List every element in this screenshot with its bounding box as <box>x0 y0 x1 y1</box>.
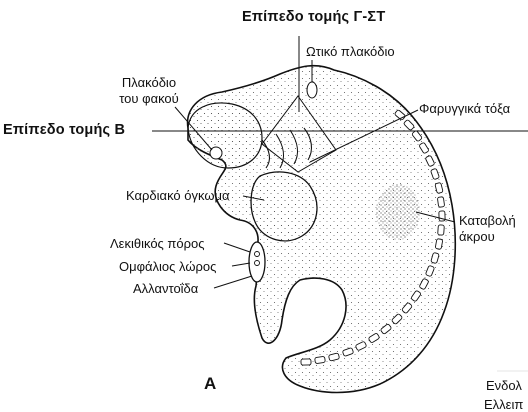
label-limb-bud-1: Καταβολή <box>459 213 516 228</box>
label-umbilical-cord: Ομφάλιος λώρος <box>119 259 216 274</box>
limb-bud <box>376 184 420 240</box>
label-otic-placode: Ωτικό πλακόδιο <box>306 44 395 59</box>
label-allantois: Αλλαντοΐδα <box>133 281 198 296</box>
panel-letter: Α <box>204 374 216 394</box>
label-limb-bud-2: άκρου <box>459 229 495 244</box>
label-plane-b: Επίπεδο τομής Β <box>3 123 125 138</box>
label-lens-placode-1: Πλακόδιο <box>98 75 200 90</box>
label-cardiac-bulge: Καρδιακό όγκωμα <box>126 188 229 203</box>
label-yolk-duct: Λεκιθικός πόρος <box>110 236 205 251</box>
label-lens-placode-2: του φακού <box>98 91 200 106</box>
label-plane-g-st: Επίπεδο τομής Γ-ΣΤ <box>242 10 360 25</box>
label-pharyngeal-arches: Φαρυγγικά τόξα <box>419 101 510 116</box>
lens-placode <box>210 147 222 159</box>
cardiac-bulge <box>251 172 317 241</box>
otic-placode <box>307 82 317 98</box>
cut-text-1: Ενδολ <box>486 378 522 393</box>
